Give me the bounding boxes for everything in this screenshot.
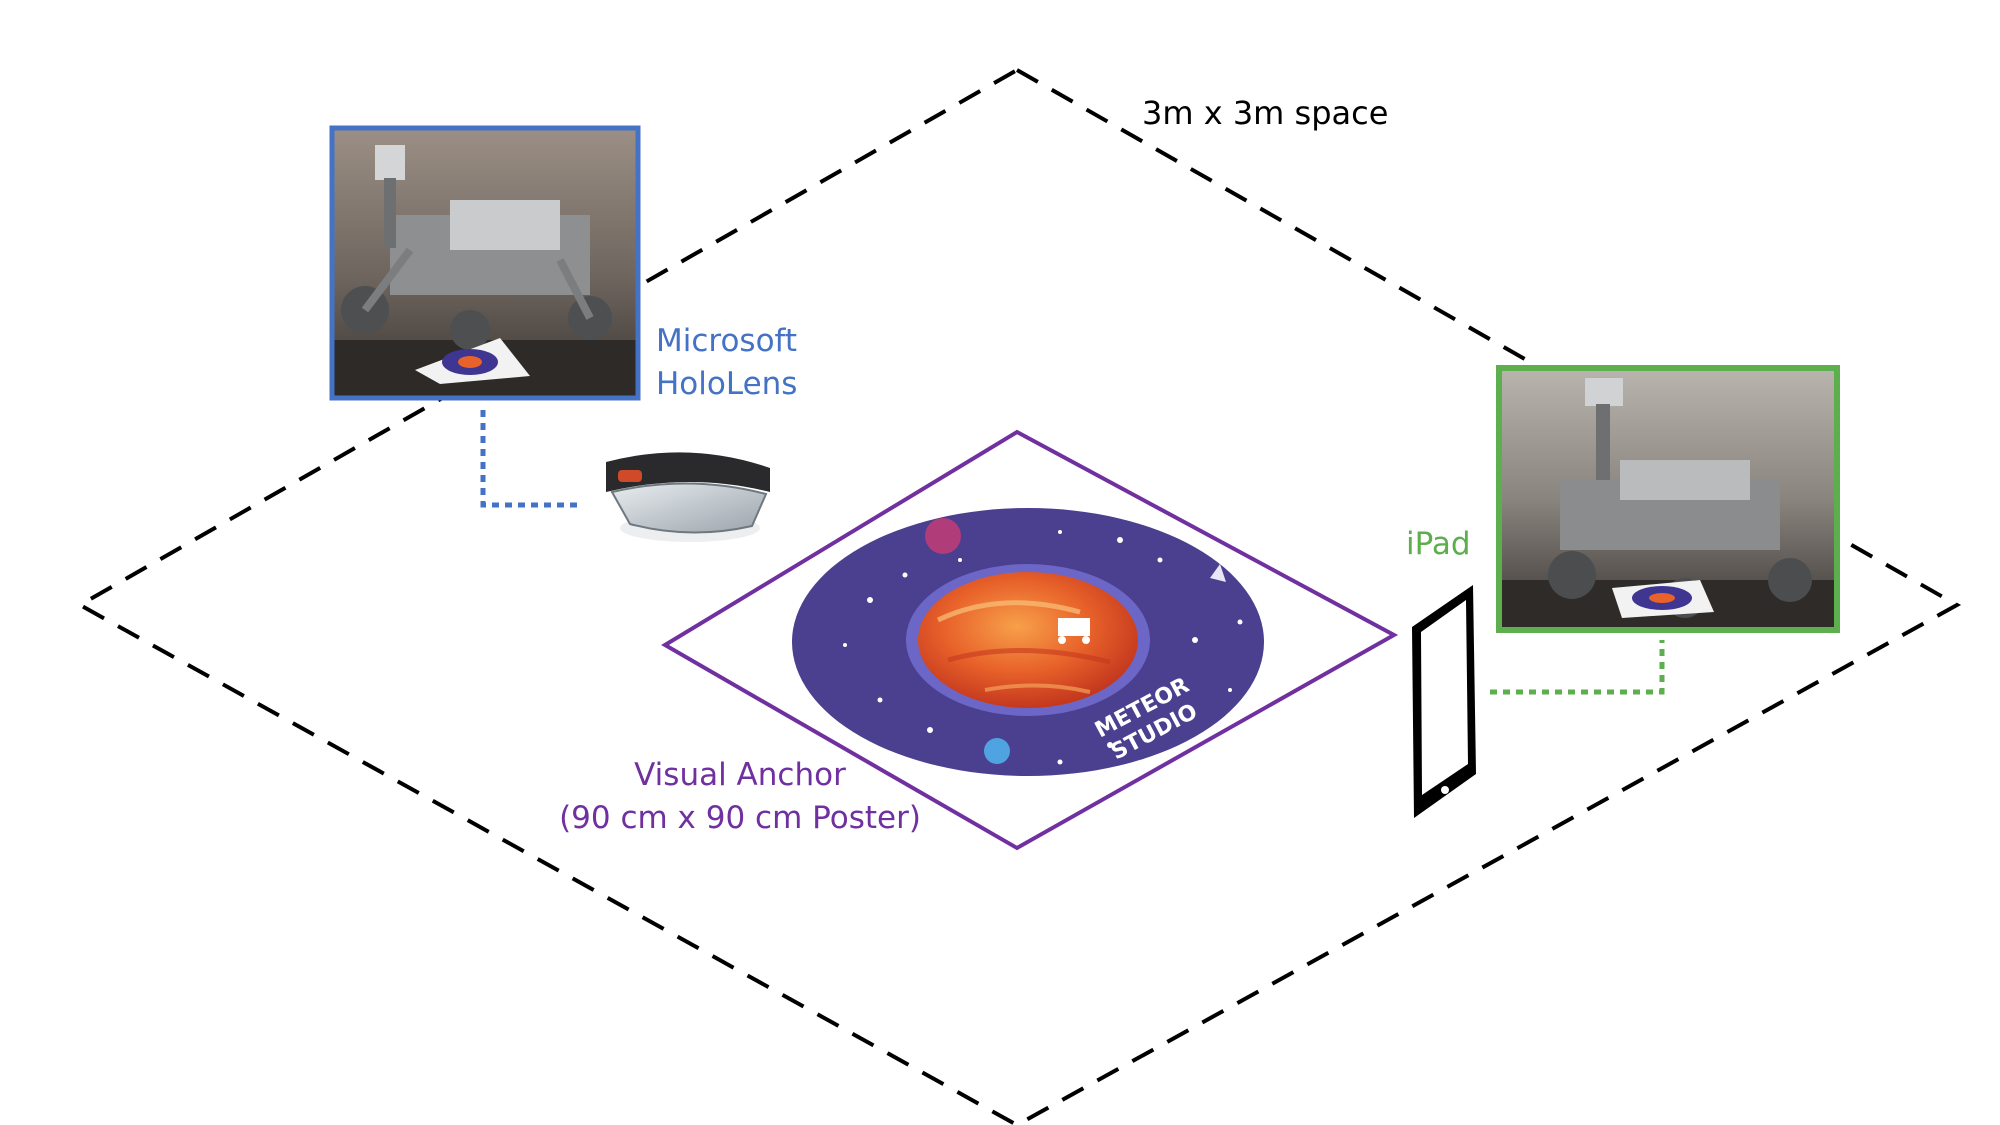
anchor-label-line1: Visual Anchor [634, 757, 846, 793]
small-blue-planet-icon [984, 738, 1010, 764]
anchor-outline [661, 429, 1399, 851]
ipad-view-photo [1502, 371, 1834, 627]
hololens-photo-frame [329, 125, 641, 401]
rover-on-poster-icon [1058, 618, 1090, 636]
hololens-view-photo [334, 130, 636, 396]
ipad-device-icon [1412, 585, 1476, 818]
space-label: 3m x 3m space [1142, 94, 1388, 132]
star-field [843, 530, 1243, 765]
small-planet-icon [925, 518, 961, 554]
hololens-connector [480, 410, 582, 508]
hololens-label-line1: Microsoft [656, 323, 797, 359]
ipad-photo-frame [1496, 365, 1840, 633]
anchor-poster: METEOR STUDIO [792, 508, 1264, 776]
anchor-label-line2: (90 cm x 90 cm Poster) [559, 800, 921, 836]
ipad-label: iPad [1406, 526, 1471, 562]
rocket-icon [1210, 564, 1226, 582]
hololens-label-line2: HoloLens [656, 366, 797, 402]
hololens-headset-icon [606, 452, 770, 542]
ipad-connector [1490, 640, 1665, 695]
